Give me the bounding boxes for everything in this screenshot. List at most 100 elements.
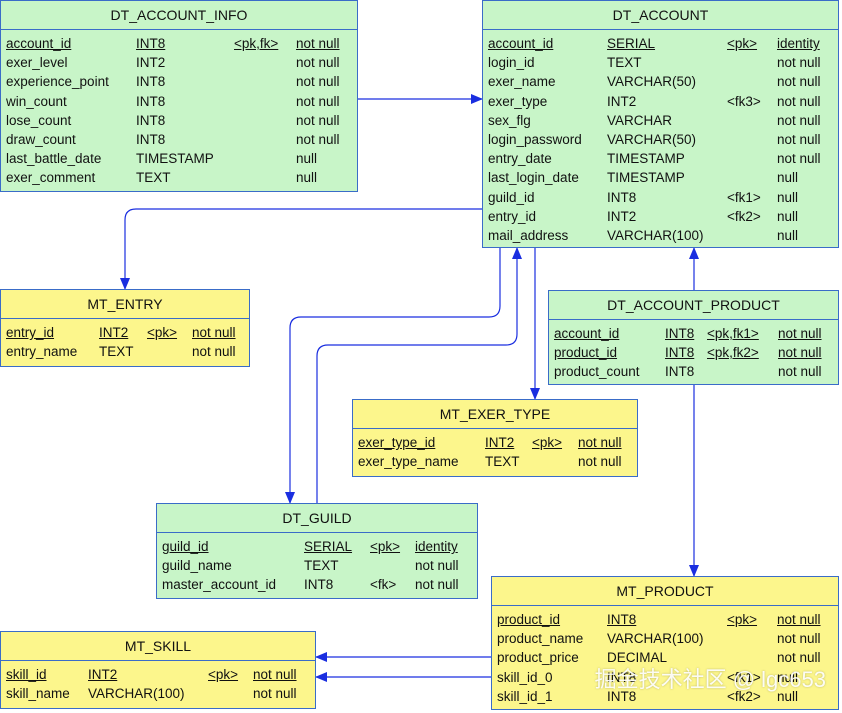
table-row[interactable]: product_name VARCHAR(100) not null: [492, 629, 838, 648]
column-key: <pk>: [147, 325, 178, 340]
column-nullability: not null: [578, 454, 622, 470]
table-row[interactable]: login_password VARCHAR(50) not null: [483, 130, 838, 149]
column-key: <pk>: [208, 667, 239, 682]
column-name: account_id: [6, 36, 72, 51]
column-type: TEXT: [99, 344, 134, 360]
table-row[interactable]: win_count INT8 not null: [1, 92, 357, 111]
column-name: skill_id: [6, 667, 47, 682]
column-nullability: null: [777, 669, 799, 685]
column-type: VARCHAR(100): [607, 631, 704, 647]
column-name: exer_level: [6, 55, 68, 71]
column-name: product_price: [497, 650, 579, 666]
table-title: MT_PRODUCT: [492, 577, 838, 606]
column-name: win_count: [6, 93, 67, 109]
column-nullability: not null: [296, 131, 340, 147]
column-key: <fk2>: [727, 208, 761, 224]
column-name: skill_name: [6, 686, 70, 702]
rel-account-to-entry: [120, 208, 482, 290]
column-name: product_name: [497, 631, 584, 647]
column-type: INT8: [607, 688, 637, 704]
column-type: INT8: [665, 345, 695, 361]
column-type: INT8: [665, 364, 695, 380]
column-nullability: identity: [415, 539, 458, 554]
column-nullability: not null: [296, 93, 340, 109]
column-nullability: null: [296, 170, 318, 186]
column-name: sex_flg: [488, 112, 531, 128]
column-type: DECIMAL: [607, 650, 668, 666]
column-nullability: not null: [777, 631, 821, 647]
column-nullability: null: [777, 688, 799, 704]
column-type: VARCHAR(50): [607, 131, 697, 147]
rel-guild-to-account: [316, 247, 522, 503]
column-type: VARCHAR(100): [88, 686, 185, 702]
column-type: TEXT: [485, 454, 520, 470]
column-name: exer_type_name: [358, 454, 459, 470]
column-name: entry_id: [488, 208, 537, 224]
column-key: <fk>: [370, 577, 397, 593]
column-nullability: not null: [777, 55, 821, 71]
column-nullability: not null: [296, 112, 340, 128]
column-type: INT8: [665, 326, 695, 341]
column-name: entry_name: [6, 344, 78, 360]
column-name: account_id: [488, 36, 554, 51]
column-nullability: identity: [777, 36, 820, 51]
column-name: exer_name: [488, 74, 556, 90]
table-row[interactable]: exer_type_name TEXT not null: [353, 452, 637, 471]
column-nullability: not null: [777, 112, 821, 128]
column-name: login_password: [488, 131, 582, 147]
column-nullability: not null: [192, 344, 236, 360]
column-type: INT8: [607, 612, 637, 627]
column-nullability: not null: [777, 131, 821, 147]
column-nullability: not null: [415, 577, 459, 593]
column-type: INT2: [485, 435, 515, 450]
column-type: INT8: [607, 189, 637, 205]
column-name: entry_id: [6, 325, 55, 340]
table-title: MT_SKILL: [1, 632, 315, 661]
column-type: INT8: [136, 93, 166, 109]
table-row[interactable]: entry_name TEXT not null: [1, 342, 249, 361]
column-name: experience_point: [6, 74, 109, 90]
column-nullability: not null: [296, 55, 340, 71]
column-key: <pk,fk2>: [707, 345, 759, 361]
